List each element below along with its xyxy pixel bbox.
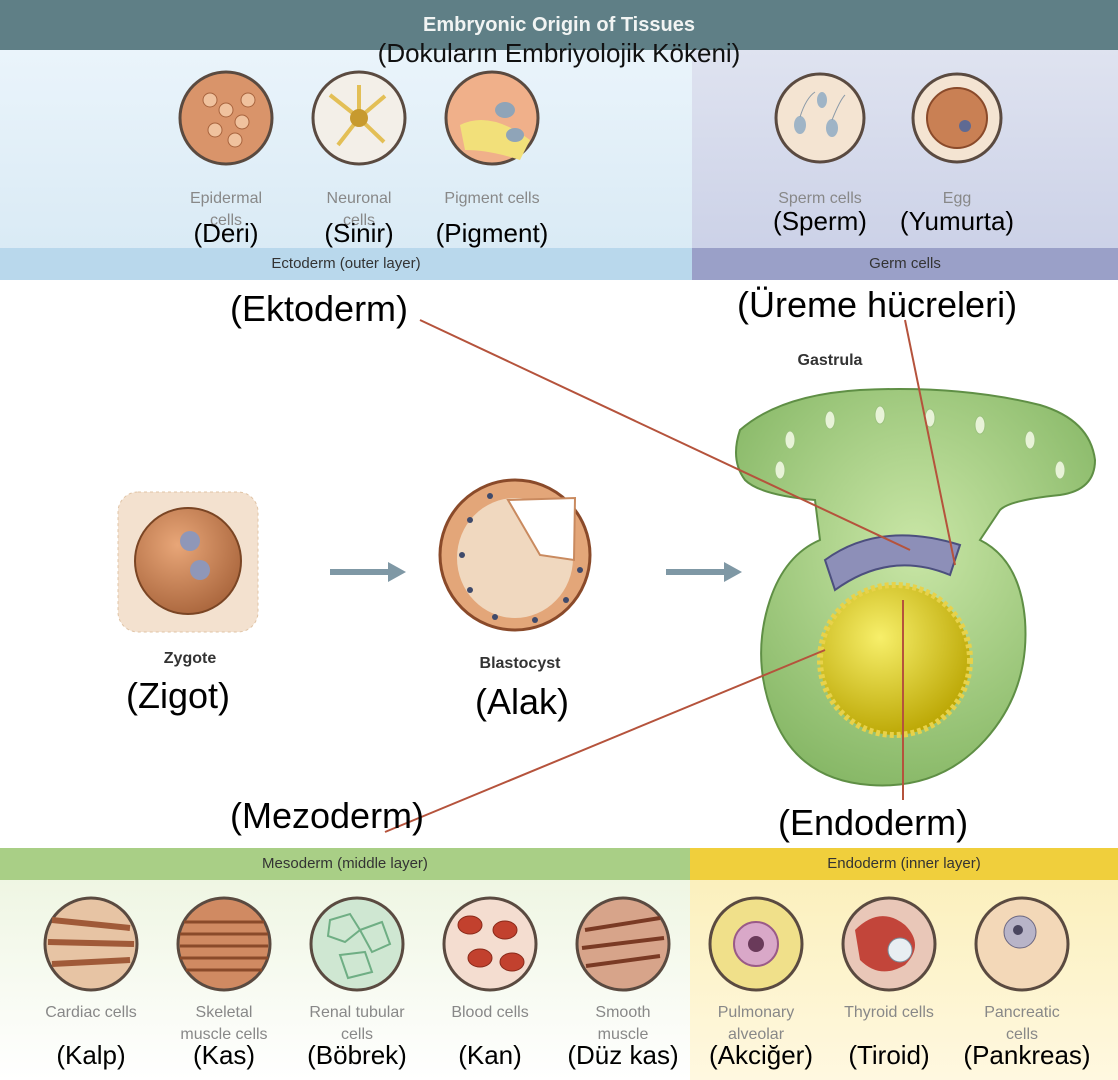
gastrula-icon bbox=[735, 388, 1097, 787]
endoderm-band: Endoderm (inner layer) bbox=[690, 848, 1118, 880]
sperm-cells-label: Sperm cells bbox=[778, 190, 862, 207]
blastocyst-label: Blastocyst bbox=[479, 655, 561, 672]
pancreatic-cell-icon bbox=[974, 896, 1070, 992]
epidermal-cell-icon bbox=[178, 70, 274, 166]
ectoderm-band: Ectoderm (outer layer) bbox=[0, 248, 692, 280]
blood-cell-icon bbox=[442, 896, 538, 992]
neuron-cell-icon bbox=[311, 70, 407, 166]
arrow-right-icon bbox=[666, 562, 742, 582]
zygote-label: Zygote bbox=[163, 650, 217, 667]
blood-cells-label: Blood cells bbox=[451, 1004, 529, 1021]
alveolar-cell-icon bbox=[708, 896, 804, 992]
skeletal-muscle-turkish: (Kas) bbox=[192, 1040, 256, 1070]
sperm-cells-turkish: (Sperm) bbox=[773, 206, 867, 236]
arrow-right-icon bbox=[330, 562, 406, 582]
ectoderm-turkish-label: (Ektoderm) bbox=[230, 288, 409, 329]
renal-tubular-turkish: (Böbrek) bbox=[307, 1040, 407, 1070]
pancreatic-cells-label: Pancreatic cells bbox=[984, 1004, 1060, 1043]
blastocyst-turkish-label: (Alak) bbox=[475, 681, 570, 722]
smooth-muscle-icon bbox=[575, 896, 671, 992]
egg-cell-icon bbox=[911, 72, 1003, 164]
title-english: Embryonic Origin of Tissues bbox=[423, 14, 695, 36]
gastrula-label: Gastrula bbox=[797, 352, 863, 369]
neuronal-cells-turkish: (Sinir) bbox=[324, 218, 394, 248]
sperm-cell-icon bbox=[774, 72, 866, 164]
neuronal-cells-label: Neuronal cells bbox=[326, 190, 392, 229]
title-turkish: (Dokuların Embriyolojik Kökeni) bbox=[377, 38, 741, 68]
cardiac-cell-icon bbox=[43, 896, 139, 992]
egg-turkish: (Yumurta) bbox=[899, 206, 1015, 236]
mesoderm-band: Mesoderm (middle layer) bbox=[0, 848, 690, 880]
renal-tubular-cells-label: Renal tubular cells bbox=[309, 1004, 405, 1043]
blastocyst-icon bbox=[438, 478, 592, 632]
cardiac-cells-label: Cardiac cells bbox=[45, 1004, 137, 1021]
thyroid-cells-label: Thyroid cells bbox=[844, 1004, 934, 1021]
thyroid-cell-icon bbox=[841, 896, 937, 992]
pigment-cells-turkish: (Pigment) bbox=[435, 218, 549, 248]
skeletal-muscle-icon bbox=[176, 896, 272, 992]
mesoderm-turkish-label: (Mezoderm) bbox=[230, 795, 425, 836]
smooth-muscle-turkish: (Düz kas) bbox=[567, 1040, 679, 1070]
thyroid-cells-turkish: (Tiroid) bbox=[848, 1040, 930, 1070]
epidermal-cells-turkish: (Deri) bbox=[193, 218, 259, 248]
egg-label: Egg bbox=[942, 190, 972, 207]
smooth-muscle-label: Smooth muscle bbox=[595, 1004, 651, 1043]
germ-cells-turkish-label: (Üreme hücreleri) bbox=[737, 284, 1018, 325]
pigment-cell-icon bbox=[444, 70, 540, 166]
zygote-icon bbox=[117, 491, 259, 633]
pigment-cells-label: Pigment cells bbox=[444, 190, 540, 207]
cardiac-cells-turkish: (Kalp) bbox=[56, 1040, 126, 1070]
pancreatic-cells-turkish: (Pankreas) bbox=[963, 1040, 1091, 1070]
pulmonary-alveolar-turkish: (Akciğer) bbox=[708, 1040, 813, 1070]
skeletal-muscle-cells-label: Skeletal muscle cells bbox=[180, 1004, 268, 1043]
germ-cells-panel bbox=[692, 50, 1118, 280]
title-bar bbox=[0, 0, 1118, 50]
connector-lines bbox=[384, 319, 956, 833]
blood-cells-turkish: (Kan) bbox=[458, 1040, 522, 1070]
germ-cells-band: Germ cells bbox=[692, 248, 1118, 280]
renal-cell-icon bbox=[309, 896, 405, 992]
endoderm-turkish-label: (Endoderm) bbox=[778, 802, 969, 843]
epidermal-cells-label: Epidermal cells bbox=[189, 190, 263, 229]
pulmonary-alveolar-label: Pulmonary alveolar bbox=[717, 1004, 795, 1043]
zygote-turkish-label: (Zigot) bbox=[126, 675, 231, 716]
